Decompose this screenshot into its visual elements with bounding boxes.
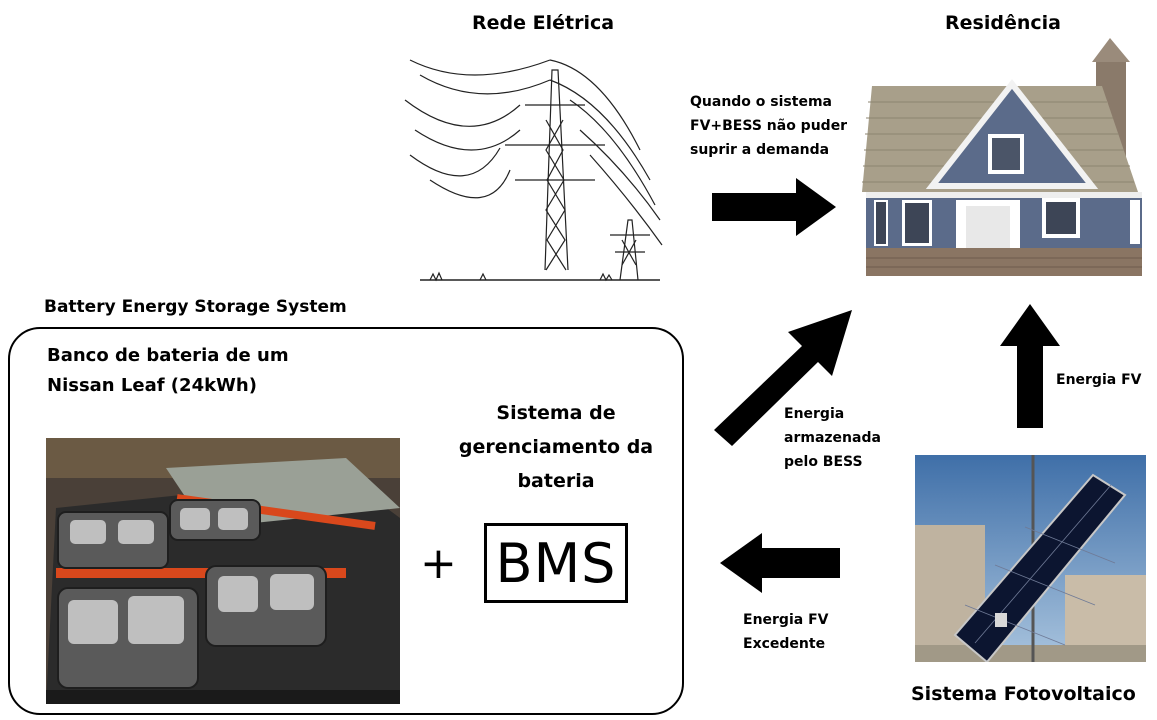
- arrow-grid-to-home: [712, 178, 836, 236]
- bess-container: [8, 327, 684, 715]
- battery-bank-line1: Banco de bateria de um: [47, 345, 289, 366]
- solar-panel-photo: [915, 455, 1146, 662]
- house-illustration: [862, 38, 1142, 276]
- bms-desc-line2: gerenciamento da: [458, 436, 654, 458]
- arrow-bess-to-home: [714, 310, 852, 446]
- grid-title: Rede Elétrica: [472, 12, 615, 34]
- battery-bank-line2: Nissan Leaf (24kWh): [47, 375, 257, 396]
- pv-system-title: Sistema Fotovoltaico: [911, 683, 1136, 705]
- surplus-energy-line2: Excedente: [743, 636, 826, 652]
- arrow-pv-to-home: [1000, 304, 1060, 428]
- stored-energy-line2: armazenada: [784, 430, 881, 446]
- bms-desc-line3: bateria: [517, 470, 595, 492]
- grid-note-line1: Quando o sistema: [690, 94, 832, 110]
- grid-note-line3: suprir a demanda: [690, 142, 830, 158]
- home-title: Residência: [945, 12, 1061, 34]
- arrow-pv-to-bess: [720, 533, 840, 593]
- stored-energy-line3: pelo BESS: [784, 454, 863, 470]
- stored-energy-line1: Energia: [784, 406, 845, 422]
- plus-sign: +: [420, 538, 457, 589]
- transmission-tower-illustration: [404, 59, 663, 282]
- surplus-energy-line1: Energia FV: [743, 612, 829, 628]
- bms-label: BMS: [495, 531, 617, 595]
- bess-title: Battery Energy Storage System: [44, 297, 347, 317]
- bms-box: BMS: [484, 523, 628, 603]
- battery-pack-photo: [46, 438, 400, 704]
- bms-desc-line1: Sistema de: [496, 402, 616, 424]
- pv-energy-label: Energia FV: [1056, 372, 1142, 388]
- grid-note-line2: FV+BESS não puder: [690, 118, 848, 134]
